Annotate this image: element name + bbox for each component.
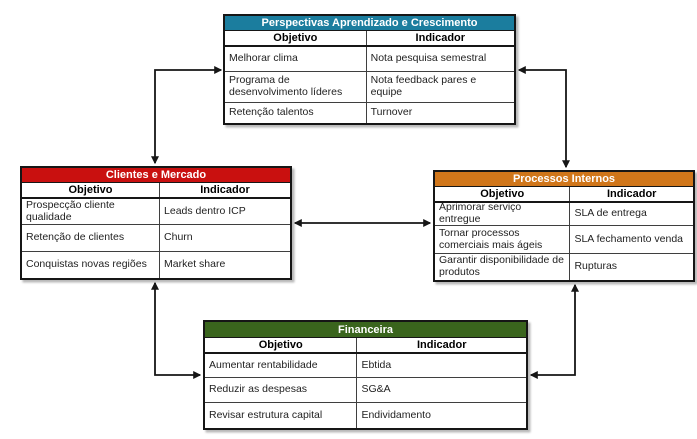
table-title: Processos Internos [435,172,693,187]
table-title: Financeira [205,322,526,338]
table-title: Perspectivas Aprendizado e Crescimento [225,16,514,31]
cell-objetivo: Revisar estrutura capital [205,403,358,428]
table-column-headers: Objetivo Indicador [22,183,290,199]
cell-objetivo: Tornar processos comerciais mais ágeis [435,226,571,253]
cell-objetivo: Retenção talentos [225,103,367,123]
cell-indicador: Nota pesquisa semestral [370,52,487,65]
cell-indicador: SG&A [361,383,391,396]
cell-objetivo: Aumentar rentabilidade [205,354,358,377]
cell-objetivo: Programa de desenvolvimento líderes [225,72,367,102]
cell-indicador: Leads dentro ICP [164,204,246,217]
column-header-objetivo: Objetivo [205,338,358,352]
cell-objetivo: Reduzir as despesas [205,378,358,402]
cell-indicador: Churn [164,231,193,244]
table-column-headers: Objetivo Indicador [435,187,693,203]
cell-indicador: Ebtida [361,358,392,371]
column-header-indicador: Indicador [200,183,250,196]
table-aprendizado-crescimento: Perspectivas Aprendizado e Crescimento O… [223,14,516,125]
column-header-objetivo: Objetivo [225,31,367,45]
table-title: Clientes e Mercado [22,168,290,183]
cell-indicador: SLA de entrega [574,207,647,220]
column-header-indicador: Indicador [416,338,467,351]
table-row: Retenção de clientes Churn [22,225,290,252]
column-header-objetivo: Objetivo [435,187,571,201]
cell-indicador: Turnover [370,106,413,119]
cell-objetivo: Melhorar clima [225,47,367,71]
cell-indicador: Rupturas [574,260,618,273]
table-row: Prospecção cliente qualidade Leads dentr… [22,199,290,225]
table-column-headers: Objetivo Indicador [205,338,526,354]
connector-clientes-financeira [151,281,202,379]
table-row: Revisar estrutura capital Endividamento [205,403,526,428]
table-processos-internos: Processos Internos Objetivo Indicador Ap… [433,170,695,282]
table-row: Aumentar rentabilidade Ebtida [205,354,526,378]
cell-objetivo: Aprimorar serviço entregue [435,203,571,225]
table-row: Garantir disponibilidade de produtos Rup… [435,254,693,280]
column-header-objetivo: Objetivo [22,183,161,197]
cell-objetivo: Garantir disponibilidade de produtos [435,254,571,280]
cell-indicador: Nota feedback pares e equipe [370,74,477,98]
cell-objetivo: Conquistas novas regiões [22,252,161,278]
table-clientes-mercado: Clientes e Mercado Objetivo Indicador Pr… [20,166,292,280]
table-column-headers: Objetivo Indicador [225,31,514,47]
table-row: Reduzir as despesas SG&A [205,378,526,403]
cell-indicador: Market share [164,258,226,271]
cell-indicador: Endividamento [361,408,431,421]
table-row: Tornar processos comerciais mais ágeis S… [435,226,693,254]
column-header-indicador: Indicador [415,31,466,44]
table-row: Aprimorar serviço entregue SLA de entreg… [435,203,693,226]
connector-aprendizado-processos [517,66,570,169]
table-row: Programa de desenvolvimento líderes Nota… [225,72,514,103]
column-header-indicador: Indicador [606,187,657,200]
table-row: Retenção talentos Turnover [225,103,514,123]
cell-objetivo: Retenção de clientes [22,225,161,251]
table-financeira: Financeira Objetivo Indicador Aumentar r… [203,320,528,430]
table-row: Conquistas novas regiões Market share [22,252,290,278]
table-row: Melhorar clima Nota pesquisa semestral [225,47,514,72]
cell-indicador: SLA fechamento venda [574,232,684,245]
connector-processos-financeira [529,283,579,379]
cell-objetivo: Prospecção cliente qualidade [22,199,161,224]
connector-aprendizado-clientes [151,66,223,165]
